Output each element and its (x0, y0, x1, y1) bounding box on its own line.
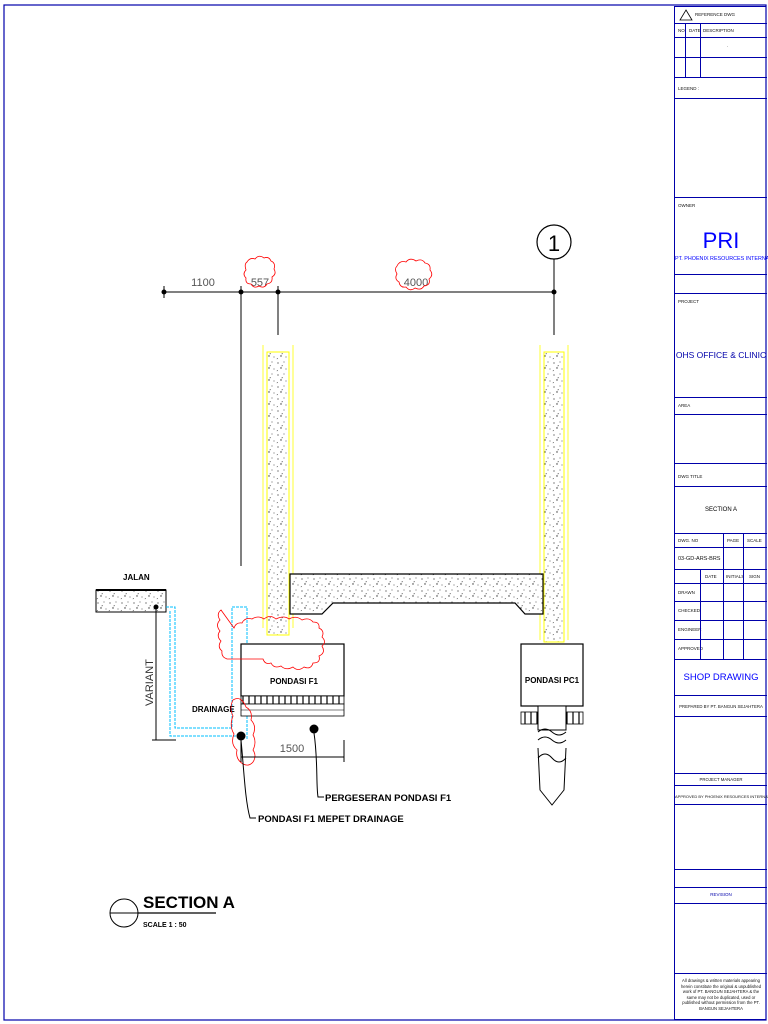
leader-point (236, 731, 246, 741)
legend-section: LEGEND : (675, 77, 767, 197)
rev-header-no: NO. (678, 28, 687, 33)
road-slab (95, 589, 167, 613)
project-section: PROJECT OHS OFFICE & CLINIC (675, 293, 767, 397)
sign-row: APPROVED (675, 639, 767, 659)
foundation-f1-label: PONDASI F1 (270, 677, 319, 686)
section-marker (109, 898, 216, 928)
sign-row: DRAWN (675, 583, 767, 601)
revision-label: REVISION (710, 892, 732, 897)
road-label: JALAN (123, 573, 150, 582)
revision-cloud (217, 609, 325, 670)
disclaimer-text: All drawings & written materials appeari… (680, 978, 762, 1011)
variant-label: VARIANT (144, 659, 156, 706)
sign-header-sign: SIGN (749, 574, 761, 579)
revision-triangle-icon (679, 9, 693, 21)
area-label: AREA (678, 403, 691, 408)
dwg-no: 03-GD-ARS-BRS (678, 556, 721, 562)
project-manager: PROJECT MANAGER (699, 777, 743, 782)
section-title: SECTION A (143, 893, 235, 912)
dwg-no-header: DWG. NO PAGE SCALE (675, 533, 767, 547)
foundation-pc1-label: PONDASI PC1 (525, 676, 580, 685)
revision-cloud (395, 258, 433, 291)
variant-dimension (152, 604, 176, 741)
revision-blank (675, 903, 767, 973)
area-section: AREA (675, 397, 767, 463)
shop-drawing-label: SHOP DRAWING (683, 672, 759, 683)
prepared-by: PREPARED BY PT. BANGUN SEJAHTERA (679, 704, 763, 709)
section-scale: SCALE 1 : 50 (143, 922, 187, 929)
dwg-no-label: DWG. NO (678, 538, 699, 543)
dimension-line (161, 286, 557, 566)
company-name: PT. PHOENIX RESOURCES INTERNATIONAL (675, 256, 768, 262)
sign-row-engineer: ENGINEER (678, 627, 702, 632)
approved-by: APPROVED BY PHOENIX RESOURCES INTERNATIO… (675, 794, 768, 799)
sign-row-checked: CHECKED (678, 608, 701, 613)
owner-label: OWNER (678, 203, 696, 208)
sign-header-date: DATE (705, 574, 717, 579)
tie-beam (289, 573, 544, 615)
dimension-557: 557 (251, 277, 269, 289)
reference-label: REFERENCE DWG (695, 12, 736, 17)
sign-row: ENGINEER (675, 620, 767, 639)
sign-row-drawn: DRAWN (678, 590, 695, 595)
approved-by-section: APPROVED BY PHOENIX RESOURCES INTERNATIO… (675, 785, 768, 869)
drainage-channel (166, 606, 248, 740)
company-logo: PRI (702, 228, 740, 253)
flush-note: PONDASI F1 MEPET DRAINAGE (258, 814, 404, 825)
revision-cloud (243, 255, 276, 288)
leader-line (313, 732, 324, 798)
title-block: REFERENCE DWG NO. DATE DESCRIPTION · LEG… (674, 6, 768, 1021)
grid-bubble: 1 (536, 224, 572, 292)
foundation-f1 (240, 643, 345, 717)
dwg-no-row: 03-GD-ARS-BRS (675, 547, 767, 569)
dimension-1100: 1100 (191, 277, 215, 289)
shift-note: PERGESERAN PONDASI F1 (325, 793, 452, 804)
sheet-border (3, 4, 767, 1021)
revision-cloud (230, 698, 256, 766)
drainage-label: DRAINAGE (192, 705, 235, 714)
rev-header-description: DESCRIPTION (703, 28, 734, 33)
owner-section: OWNER PRI PT. PHOENIX RESOURCES INTERNAT… (675, 197, 768, 293)
leader-line (240, 739, 256, 819)
grid-bubble-label: 1 (548, 231, 560, 256)
rev-header-date: DATE (689, 28, 701, 33)
dwg-title: SECTION A (704, 507, 737, 513)
scale-label: SCALE (747, 538, 762, 543)
disclaimer-section: All drawings & written materials appeari… (675, 973, 767, 1021)
sign-header: DATE INITIALS SIGN (675, 569, 767, 583)
reference-row: REFERENCE DWG (675, 7, 767, 23)
leader-point (309, 724, 319, 734)
revision-label-row: REVISION (675, 887, 767, 903)
sign-row: CHECKED (675, 601, 767, 620)
column-left (262, 345, 294, 636)
dimension-1500: 1500 (280, 743, 304, 755)
revision-row (675, 57, 767, 77)
revision-row: · (675, 37, 767, 57)
project-name: OHS OFFICE & CLINIC (675, 350, 767, 360)
project-manager-row: PROJECT MANAGER (675, 773, 767, 785)
prepared-by-section: PREPARED BY PT. BANGUN SEJAHTERA (675, 695, 767, 773)
dwg-title-label: DWG TITLE (678, 474, 703, 479)
sign-header-initials: INITIALS (726, 574, 745, 579)
foundation-pc1 (520, 643, 584, 806)
project-label: PROJECT (678, 299, 700, 304)
revision-title-row (675, 869, 767, 887)
drawing-title-section: DWG TITLE SECTION A (675, 463, 767, 533)
legend-label: LEGEND : (678, 86, 700, 91)
sign-row-approved: APPROVED (678, 646, 704, 651)
dimension-4000: 4000 (404, 277, 428, 289)
shop-drawing-section: SHOP DRAWING (675, 659, 767, 695)
column-right (539, 345, 569, 643)
page-label: PAGE (727, 538, 740, 543)
revision-header: NO. DATE DESCRIPTION (675, 23, 767, 37)
